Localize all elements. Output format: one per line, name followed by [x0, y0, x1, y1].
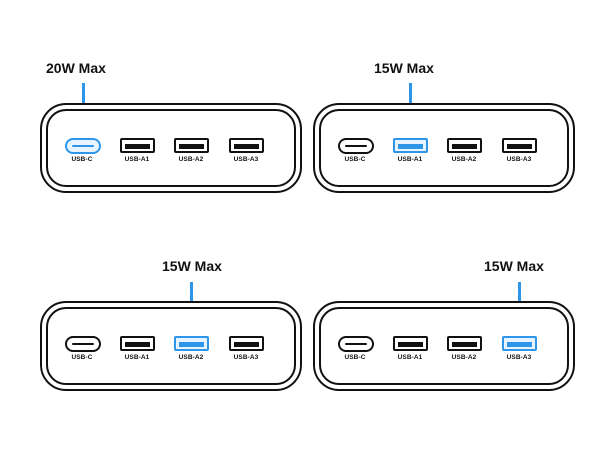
port-label-usb-a2: USB-A2 — [451, 156, 477, 163]
port-label-usb-c: USB-C — [71, 354, 93, 361]
port-label-usb-c: USB-C — [344, 156, 366, 163]
port-label-usb-a2: USB-A2 — [451, 354, 477, 361]
port-label-usb-a1: USB-A1 — [124, 156, 150, 163]
port-label-usb-a1: USB-A1 — [397, 354, 423, 361]
power-bank-panel-3: USB-C USB-A1 USB-A2 USB-A3 — [40, 301, 302, 391]
port-label-usb-c: USB-C — [71, 156, 93, 163]
usb-a1-port — [393, 138, 428, 153]
usb-c-port — [65, 138, 101, 154]
usb-c-port — [338, 336, 374, 352]
power-label-usb-c: 20W Max — [46, 60, 106, 76]
usb-a3-port — [229, 336, 264, 351]
usb-c-port — [338, 138, 374, 154]
port-label-usb-a3: USB-A3 — [233, 354, 259, 361]
usb-a3-port — [229, 138, 264, 153]
port-label-usb-c: USB-C — [344, 354, 366, 361]
usb-a1-port — [393, 336, 428, 351]
power-label-usb-a2: 15W Max — [162, 258, 222, 274]
port-label-usb-a2: USB-A2 — [178, 156, 204, 163]
usb-a3-port — [502, 138, 537, 153]
usb-a3-port — [502, 336, 537, 351]
usb-a2-port — [174, 336, 209, 351]
usb-a1-port — [120, 336, 155, 351]
port-label-usb-a1: USB-A1 — [124, 354, 150, 361]
port-label-usb-a1: USB-A1 — [397, 156, 423, 163]
port-label-usb-a3: USB-A3 — [506, 354, 532, 361]
usb-a2-port — [447, 138, 482, 153]
usb-a2-port — [447, 336, 482, 351]
usb-c-port — [65, 336, 101, 352]
port-label-usb-a2: USB-A2 — [178, 354, 204, 361]
power-bank-panel-1: USB-C USB-A1 USB-A2 USB-A3 — [40, 103, 302, 193]
port-label-usb-a3: USB-A3 — [506, 156, 532, 163]
usb-a2-port — [174, 138, 209, 153]
power-bank-panel-4: USB-C USB-A1 USB-A2 USB-A3 — [313, 301, 575, 391]
power-label-usb-a1: 15W Max — [374, 60, 434, 76]
power-bank-panel-2: USB-C USB-A1 USB-A2 USB-A3 — [313, 103, 575, 193]
usb-a1-port — [120, 138, 155, 153]
port-label-usb-a3: USB-A3 — [233, 156, 259, 163]
power-label-usb-a3: 15W Max — [484, 258, 544, 274]
